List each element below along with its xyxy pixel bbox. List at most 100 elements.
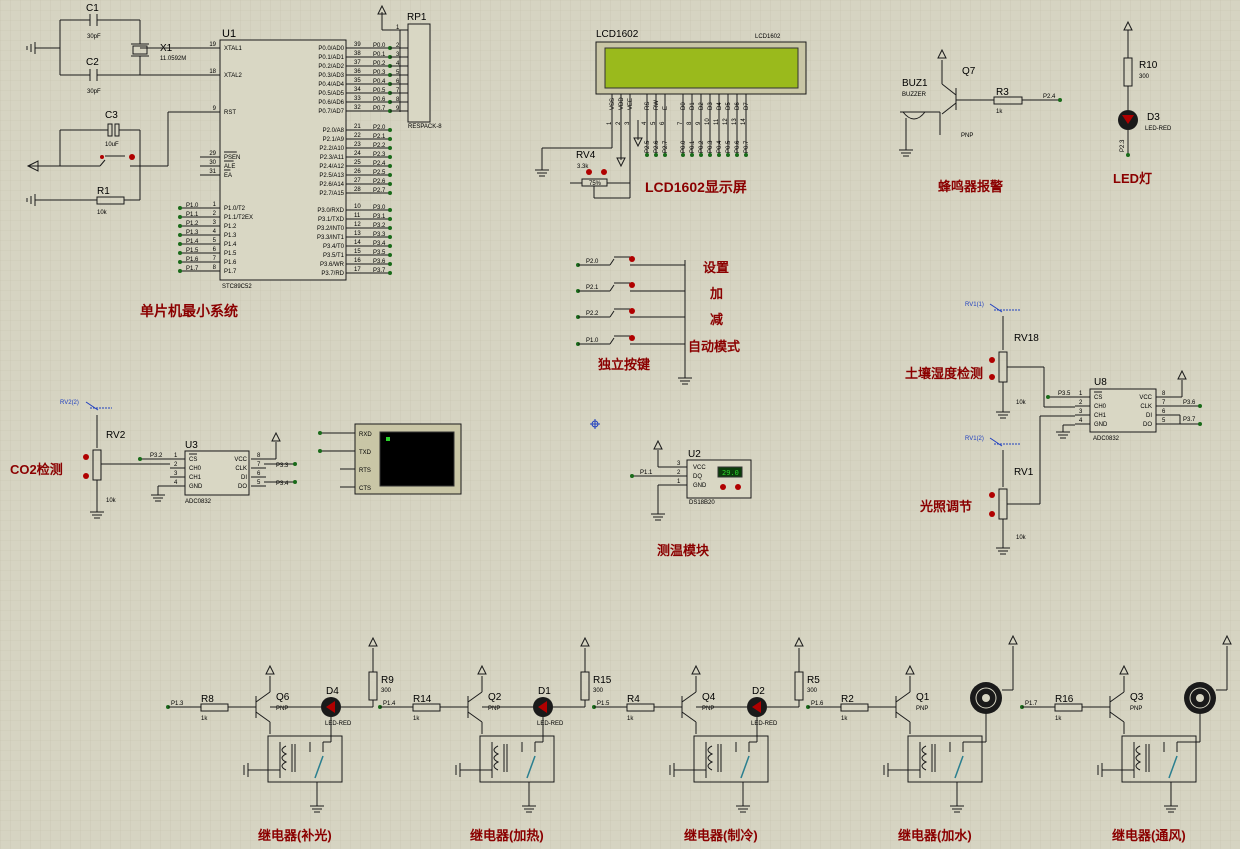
mcu-pin-name: ALE — [224, 164, 235, 170]
mcu-pin-name: P0.2/AD2 — [318, 64, 344, 70]
mcu-net-dot[interactable] — [388, 173, 392, 177]
button-net-label: P2.1 — [586, 285, 599, 291]
lcd-pin-num: 13 — [732, 118, 738, 125]
relay-load-resistor[interactable] — [794, 671, 804, 701]
mcu-net-dot[interactable] — [178, 251, 182, 255]
lcd-net-dot[interactable] — [690, 153, 694, 157]
mcu-net-dot[interactable] — [178, 269, 182, 273]
terminal-screen[interactable] — [379, 431, 455, 487]
mcu-net-dot[interactable] — [388, 262, 392, 266]
lcd-net-dot[interactable] — [681, 153, 685, 157]
relay-body[interactable] — [479, 735, 555, 783]
mcu-net-dot[interactable] — [178, 260, 182, 264]
mcu-net-dot[interactable] — [178, 206, 182, 210]
buttons-section-label: 独立按键 — [598, 357, 650, 372]
mcu-body[interactable] — [219, 39, 347, 281]
mcu-net-dot[interactable] — [388, 217, 392, 221]
relay-body[interactable] — [267, 735, 343, 783]
mcu-net-dot[interactable] — [388, 155, 392, 159]
lcd-net-label: P0.2 — [699, 140, 705, 153]
button-switch[interactable] — [629, 308, 635, 314]
mcu-net-dot[interactable] — [388, 253, 392, 257]
d3-part: LED-RED — [1145, 126, 1172, 132]
soil-section: RV1(1) RV18 10k 土壤湿度检测 U8 ADC0832 1CS2CH… — [905, 302, 1202, 442]
mcu-net-dot[interactable] — [388, 128, 392, 132]
rp1-body[interactable] — [407, 23, 431, 123]
relay-label: 继电器(制冷) — [684, 828, 758, 843]
mcu-net-label: P2.6 — [373, 179, 386, 185]
mcu-net-dot[interactable] — [178, 215, 182, 219]
button-switch[interactable] — [629, 335, 635, 341]
lcd-net-dot[interactable] — [744, 153, 748, 157]
relay-base-resistor[interactable] — [200, 703, 229, 712]
mcu-net-dot[interactable] — [178, 242, 182, 246]
mcu-net-dot[interactable] — [388, 226, 392, 230]
lcd-net-dot[interactable] — [645, 153, 649, 157]
relay-base-resistor[interactable] — [626, 703, 655, 712]
relay-r-value: 1k — [201, 716, 208, 722]
mcu-section: C1 30pF C2 30pF X1 11.0592M C3 10uF — [26, 3, 442, 319]
relay-base-resistor[interactable] — [1054, 703, 1083, 712]
lcd-net-dot[interactable] — [726, 153, 730, 157]
buzzer-part: BUZZER — [902, 92, 927, 98]
relay-body[interactable] — [693, 735, 769, 783]
relay-load-r-ref: R9 — [381, 675, 394, 686]
lcd-pin-name: E — [663, 106, 669, 110]
lcd-screen[interactable] — [604, 47, 799, 89]
c1-value: 30pF — [87, 34, 101, 40]
relay-body[interactable] — [1121, 735, 1197, 783]
relay-body[interactable] — [907, 735, 983, 783]
mcu-pin-name: P3.4/T0 — [323, 244, 345, 250]
mcu-pin-name: RST — [224, 110, 236, 116]
button-switch[interactable] — [629, 282, 635, 288]
mcu-net-dot[interactable] — [388, 191, 392, 195]
mcu-section-label: 单片机最小系统 — [140, 303, 238, 319]
rp1-pin-num: 3 — [396, 52, 400, 58]
rp1-part: RESPACK-8 — [408, 124, 442, 130]
mcu-net-label: P0.7 — [373, 106, 386, 112]
lcd-net-dot[interactable] — [654, 153, 658, 157]
lcd-net-dot[interactable] — [735, 153, 739, 157]
ds18b20-pin-name: GND — [693, 483, 707, 489]
button-switch[interactable] — [629, 256, 635, 262]
mcu-net-label: P0.6 — [373, 97, 386, 103]
mcu-pin-num: 35 — [354, 78, 361, 84]
mcu-pin-name: P3.5/T1 — [323, 253, 345, 259]
adc-pin-name: CS — [1094, 395, 1102, 401]
mcu-net-dot[interactable] — [388, 235, 392, 239]
u8-body[interactable] — [1089, 388, 1157, 433]
ds18b20-pin-num: 2 — [677, 470, 681, 476]
ds18b20-body[interactable] — [686, 459, 752, 499]
mcu-net-label: P0.2 — [373, 61, 386, 67]
mcu-net-dot[interactable] — [178, 224, 182, 228]
mcu-net-dot[interactable] — [178, 233, 182, 237]
u3-body[interactable] — [184, 450, 250, 496]
relay-base-resistor[interactable] — [840, 703, 869, 712]
relay-load-resistor[interactable] — [368, 671, 378, 701]
mcu-net-dot[interactable] — [388, 244, 392, 248]
lcd-net-dot[interactable] — [663, 153, 667, 157]
mcu-net-dot[interactable] — [388, 137, 392, 141]
lcd-pin-name: RW — [654, 100, 660, 110]
mcu-net-label: P2.1 — [373, 134, 386, 140]
mcu-net-dot[interactable] — [388, 146, 392, 150]
relay-base-resistor[interactable] — [412, 703, 441, 712]
light-label: 光照调节 — [919, 499, 972, 514]
lcd-net-dot[interactable] — [717, 153, 721, 157]
mcu-net-dot[interactable] — [388, 182, 392, 186]
relay-load-resistor[interactable] — [580, 671, 590, 701]
relay-q-type: PNP — [1130, 706, 1142, 712]
adc-pin-name: CH0 — [189, 466, 202, 472]
lcd-pin-num: 6 — [660, 121, 666, 125]
lcd-pin-name: D5 — [726, 102, 732, 110]
lcd-net-dot[interactable] — [699, 153, 703, 157]
mcu-net-dot[interactable] — [388, 271, 392, 275]
mcu-pin-num: 19 — [209, 42, 216, 48]
mcu-net-dot[interactable] — [388, 164, 392, 168]
relay-label: 继电器(加热) — [470, 828, 544, 843]
lcd-net-dot[interactable] — [708, 153, 712, 157]
cursor-crosshair-icon — [590, 419, 600, 429]
mcu-pin-num: 6 — [213, 247, 217, 253]
mcu-net-dot[interactable] — [388, 208, 392, 212]
